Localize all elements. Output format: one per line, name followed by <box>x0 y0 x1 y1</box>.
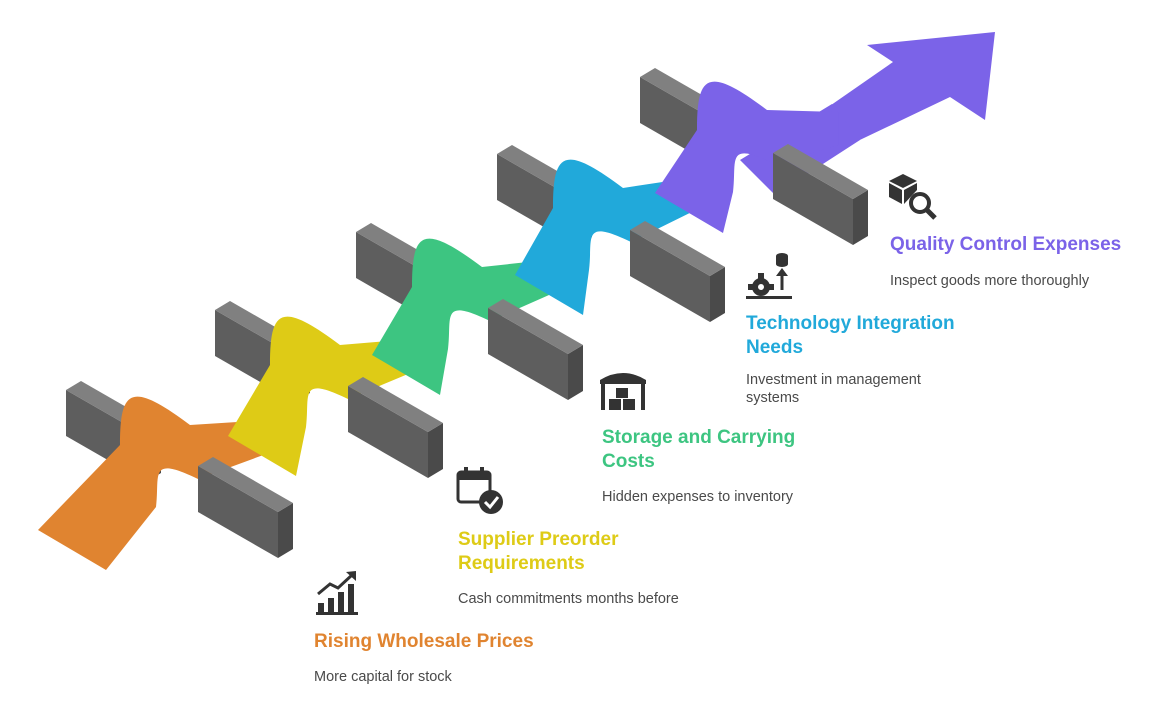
ribbon-3 <box>372 238 556 395</box>
step-band-5 <box>640 68 868 245</box>
calendar-check-icon <box>455 466 507 523</box>
block-right-1 <box>198 457 293 558</box>
warehouse-boxes-icon <box>598 364 648 419</box>
rising-bar-chart-icon <box>312 568 362 623</box>
step-band-2 <box>215 301 443 478</box>
ribbon-2 <box>228 316 413 476</box>
step-description: Investment in management systems <box>746 372 921 406</box>
step-description: Hidden expenses to inventory <box>602 489 794 505</box>
step-title: Storage and Carrying Costs <box>602 427 796 472</box>
ribbon-5 <box>655 81 839 233</box>
step-title: Supplier Preorder Requirements <box>458 529 619 574</box>
step-band-1 <box>38 381 293 570</box>
step-description: Cash commitments months before <box>458 591 679 607</box>
step-title: Quality Control Expenses <box>890 234 1122 255</box>
step-description: More capital for stock <box>314 669 452 685</box>
block-right-2 <box>348 377 443 478</box>
gear-database-icon <box>744 250 794 305</box>
ribbon-1 <box>38 396 269 570</box>
step-description: Inspect goods more thoroughly <box>890 273 1090 289</box>
ribbon-4 <box>515 159 696 315</box>
step-band-4 <box>497 145 725 322</box>
block-right-3 <box>488 299 583 400</box>
box-magnifier-icon <box>887 172 939 229</box>
step-title: Technology Integration Needs <box>746 313 955 358</box>
step-band-3 <box>356 223 583 400</box>
step-title: Rising Wholesale Prices <box>314 631 534 652</box>
block-right-4 <box>630 221 725 322</box>
